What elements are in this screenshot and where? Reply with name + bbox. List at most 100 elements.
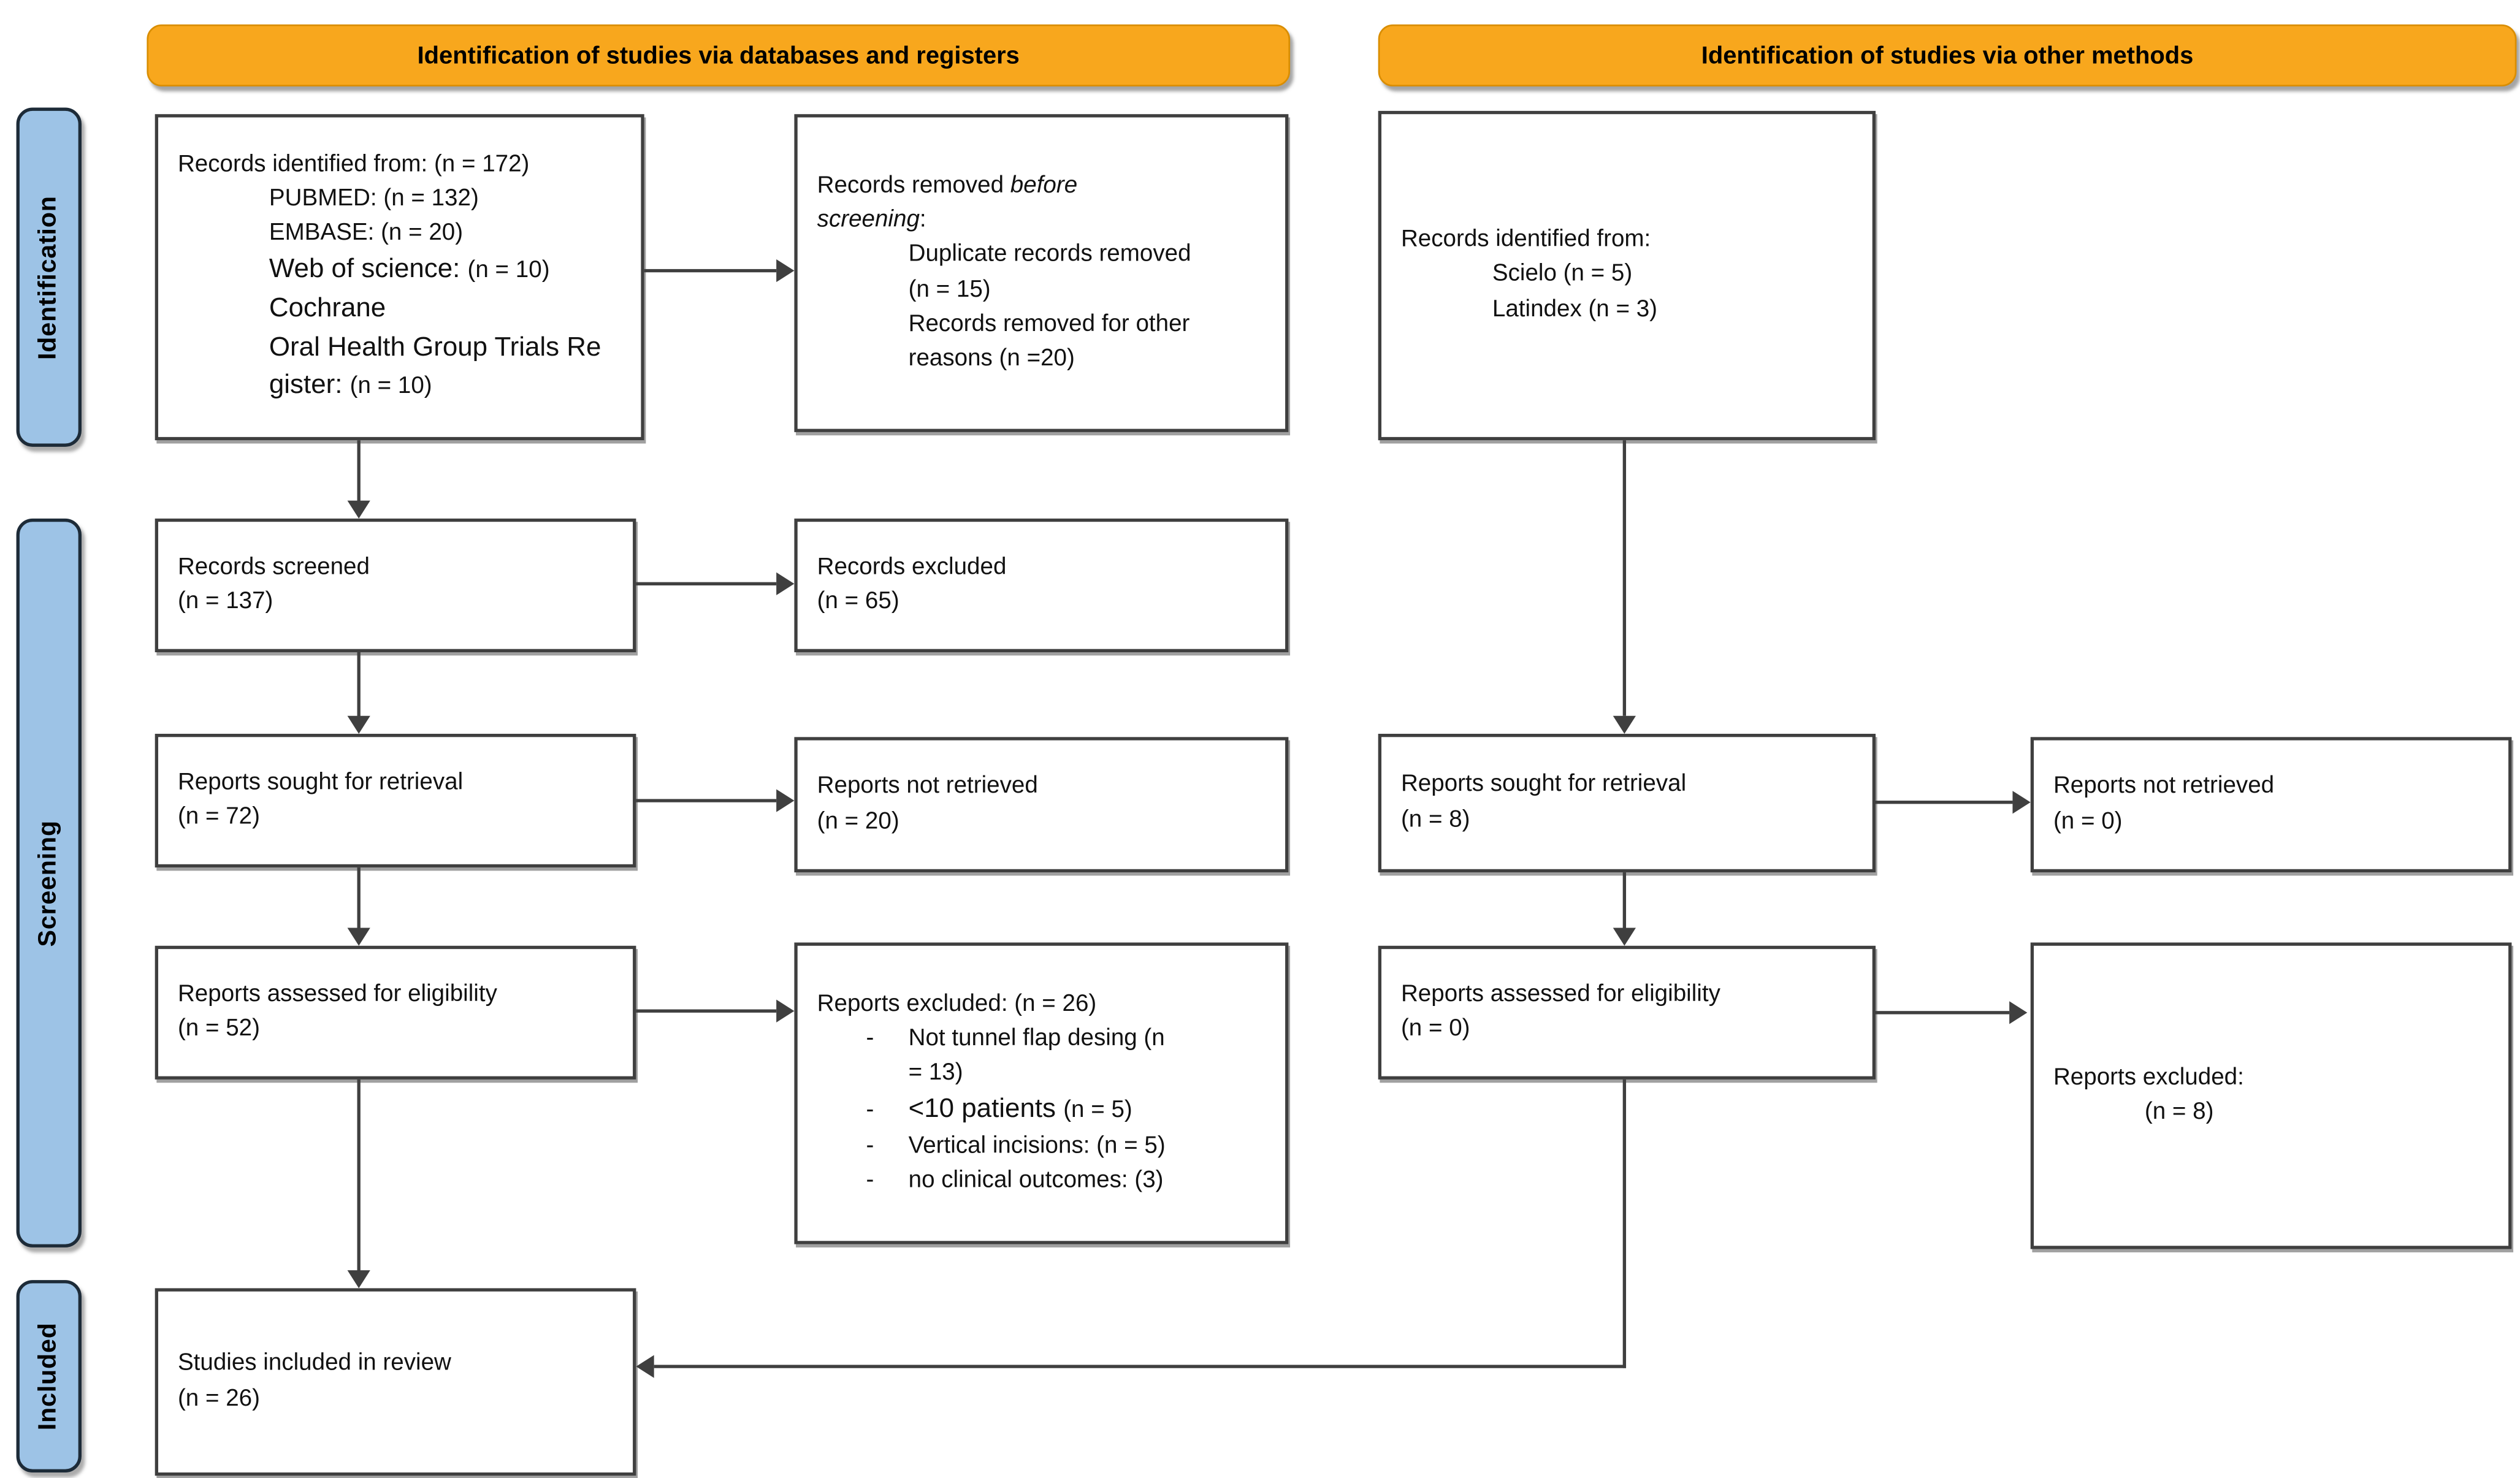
text-segment-group: Records removed before (817, 173, 1078, 200)
box-reports-assessed-databases: Reports assessed for eligibility (n = 52) (155, 945, 636, 1080)
text-line: Reports assessed for eligibility (1401, 978, 1853, 1013)
arrow-identified-to-removed-line (644, 269, 777, 273)
arrow-sought-to-assessed-line (357, 867, 361, 930)
text-segment-group: Web of science: (n = 10) (269, 254, 550, 283)
arrow-sought-to-notretrieved-head (776, 789, 795, 812)
text-segment-group: Not tunnel flap desing (n (908, 1026, 1165, 1052)
text-segment-group: (n = 20) (817, 808, 899, 834)
text-segment-group: Records identified from: (n = 172) (177, 151, 530, 177)
text-segment-group: Reports not retrieved (2053, 774, 2275, 800)
text-line: (n = 137) (178, 585, 613, 620)
text-line: Oral Health Group Trials Re (178, 329, 622, 368)
bullet-marker: - (866, 1026, 874, 1052)
text-line: PUBMED: (n = 132) (178, 182, 622, 216)
arrow-sought-to-assessed-head (347, 928, 370, 946)
text-segment-group: PUBMED: (n = 132) (269, 185, 479, 211)
box-reports-not-retrieved-databases: Reports not retrieved (n = 20) (794, 737, 1289, 873)
text-line: Records removed for other (817, 307, 1266, 341)
text-line: Records identified from: (1401, 224, 1853, 259)
bullet-marker: - (866, 1167, 874, 1194)
arrow-assessed-other-to-excluded-line (1876, 1011, 2010, 1015)
text-line: Reports sought for retrieval (178, 766, 613, 801)
text-line: -no clinical outcomes: (3) (817, 1164, 1266, 1198)
arrow-identified-to-screened-line (357, 440, 361, 503)
arrow-identified-other-to-sought-head (1613, 715, 1636, 734)
text-segment-group: Reports excluded: (n = 26) (817, 991, 1097, 1018)
text-segment-group: (n = 0) (2053, 808, 2123, 834)
arrow-assessed-to-included-head (347, 1270, 370, 1289)
text-segment-group: EMBASE: (n = 20) (269, 219, 464, 246)
text-line: Cochrane (178, 289, 622, 329)
text-line: Records identified from: (n = 172) (178, 148, 622, 182)
bullet-marker: - (866, 1133, 874, 1160)
text-line: = 13) (817, 1057, 1266, 1091)
text-segment-group: Oral Health Group Trials Re (269, 332, 601, 362)
text-line: Reports not retrieved (817, 771, 1266, 805)
arrow-other-to-included-horizontal (654, 1365, 1627, 1368)
arrow-assessed-to-included-line (357, 1079, 361, 1272)
text-line: gister: (n = 10) (178, 368, 622, 407)
text-line: (n = 26) (178, 1382, 613, 1416)
arrow-sought-other-to-assessed-head (1613, 928, 1636, 946)
arrow-sought-to-notretrieved-line (636, 799, 777, 802)
text-line: Duplicate records removed (817, 239, 1266, 273)
text-segment-group: (n = 26) (177, 1385, 260, 1412)
text-line: - <10 patients (n = 5) (817, 1091, 1266, 1130)
arrow-sought-other-to-assessed-line (1622, 872, 1627, 928)
text-line: - Vertical incisions: (n = 5) (817, 1130, 1266, 1164)
text-segment-group: Vertical incisions: (n = 5) (908, 1133, 1166, 1160)
text-segment-group: Studies included in review (177, 1350, 451, 1377)
box-reports-sought-other: Reports sought for retrieval (n = 8) (1378, 734, 1876, 873)
text-segment-group: (n = 8) (1400, 806, 1470, 832)
text-segment-group: Records excluded (817, 554, 1007, 581)
text-segment-group: Reports not retrieved (817, 774, 1038, 800)
arrow-other-to-included-vertical (1622, 1079, 1627, 1368)
arrow-assessed-to-excluded-head (776, 999, 795, 1023)
banner-other-label: Identification of studies via other meth… (1701, 41, 2194, 70)
text-segment-group: Cochrane (269, 292, 386, 322)
text-segment-group: (n = 8) (2144, 1099, 2214, 1126)
text-line: (n = 65) (817, 585, 1266, 620)
arrow-other-to-included-head (636, 1355, 654, 1378)
bullet-marker: - (866, 1097, 874, 1124)
box-reports-excluded-other: Reports excluded: (n = 8) (2030, 942, 2512, 1249)
text-line: screening: (817, 205, 1266, 239)
text-line: Reports excluded: (2053, 1062, 2489, 1096)
text-line: Records removed before (817, 170, 1266, 205)
text-segment-group: Records removed for other (908, 310, 1190, 337)
text-line: (n = 20) (817, 805, 1266, 839)
arrow-screened-to-excluded-line (636, 582, 777, 585)
text-line: - Not tunnel flap desing (n (817, 1023, 1266, 1057)
arrow-sought-other-to-notretrieved-head (2012, 791, 2031, 814)
text-line: Latindex (n = 3) (1401, 292, 1853, 327)
box-reports-sought-databases: Reports sought for retrieval(n = 72) (155, 734, 636, 868)
text-line: Records screened (178, 551, 613, 585)
arrow-assessed-to-excluded-line (636, 1009, 777, 1013)
box-records-screened: Records screened (n = 137) (155, 518, 636, 652)
text-segment-group: (n = 65) (817, 589, 899, 615)
text-line: (n = 15) (817, 273, 1266, 308)
text-line: (n = 72) (178, 801, 613, 835)
box-reports-excluded-databases: Reports excluded: (n = 26) - Not tunnel fl… (794, 942, 1289, 1244)
text-segment-group: (n = 52) (177, 1016, 260, 1042)
text-line: (n = 52) (178, 1013, 613, 1047)
text-segment-group: screening: (817, 208, 926, 234)
text-segment-group: (n = 0) (1400, 1016, 1470, 1042)
box-reports-assessed-other: Reports assessed for eligibility (n = 0) (1378, 945, 1876, 1080)
text-line: (n = 0) (2053, 805, 2489, 839)
text-segment-group: gister: (n = 10) (269, 370, 432, 400)
text-segment-group: Reports assessed for eligibility (177, 981, 497, 1008)
text-line: Reports sought for retrieval (1401, 769, 1853, 803)
box-studies-included: Studies included in review (n = 26) (155, 1288, 636, 1476)
text-line: Web of science: (n = 10) (178, 251, 622, 290)
text-line: Reports excluded: (n = 26) (817, 988, 1266, 1023)
arrow-screened-to-sought-line (357, 652, 361, 718)
banner-databases-registers: Identification of studies via databases … (147, 24, 1291, 86)
text-segment-group: Records screened (177, 554, 370, 581)
text-segment-group: Records identified from: (1400, 227, 1651, 254)
text-line: (n = 0) (1401, 1013, 1853, 1047)
text-segment-group: <10 patients (n = 5) (908, 1094, 1132, 1124)
box-records-identified-databases: Records identified from: (n = 172) PUBMED… (155, 114, 644, 441)
text-segment-group: (n = 137) (177, 589, 273, 615)
